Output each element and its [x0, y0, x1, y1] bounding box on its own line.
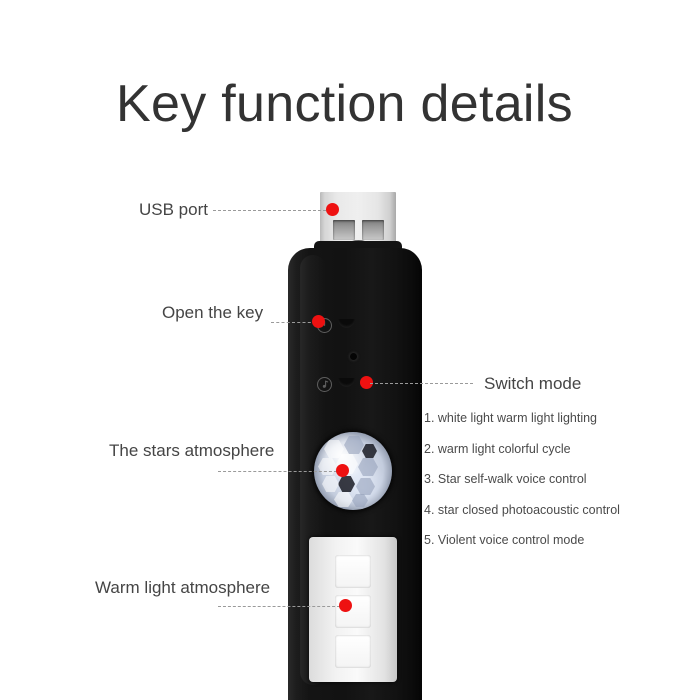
usb-contact-slot-right [362, 220, 384, 240]
page-title: Key function details [116, 75, 573, 133]
mode-list: 1. white light warm light lighting 2. wa… [424, 412, 674, 565]
device-illustration [270, 185, 440, 700]
callout-label-usb-port: USB port [139, 200, 208, 219]
mode-switch-button[interactable] [338, 378, 355, 387]
callout-label-open-the-key: Open the key [162, 303, 264, 322]
callout-label-stars-atmosphere: The stars atmosphere [109, 441, 275, 460]
microphone-hole [350, 353, 357, 360]
music-note-icon [317, 377, 332, 392]
power-button[interactable] [338, 319, 355, 328]
marker-dot-open-the-key [312, 315, 325, 328]
leader-line-stars-atmosphere [218, 471, 342, 472]
leader-line-switch-mode [370, 383, 473, 384]
mode-list-item: 5. Violent voice control mode [424, 533, 585, 547]
mode-list-item: 2. warm light colorful cycle [424, 441, 571, 456]
marker-dot-switch-mode [360, 376, 373, 389]
led-chip-bottom [335, 635, 371, 668]
leader-line-usb-port [213, 210, 326, 211]
warm-light-panel [309, 537, 397, 682]
marker-dot-warm-light [339, 599, 352, 612]
callout-label-warm-light: Warm light atmosphere [95, 578, 271, 597]
marker-dot-usb-port [326, 203, 339, 216]
leader-line-warm-light [218, 606, 345, 607]
usb-contact-slot-left [333, 220, 355, 240]
usb-connector [320, 192, 396, 248]
callout-label-switch-mode: Switch mode [484, 374, 582, 393]
mode-list-item: 1. white light warm light lighting [424, 411, 597, 425]
marker-dot-stars-atmosphere [336, 464, 349, 477]
leader-line-open-the-key [271, 322, 316, 323]
mode-list-item: 4. star closed photoacoustic control [424, 502, 620, 517]
led-chip-top [335, 555, 371, 588]
mode-list-item: 3. Star self-walk voice control [424, 472, 587, 486]
